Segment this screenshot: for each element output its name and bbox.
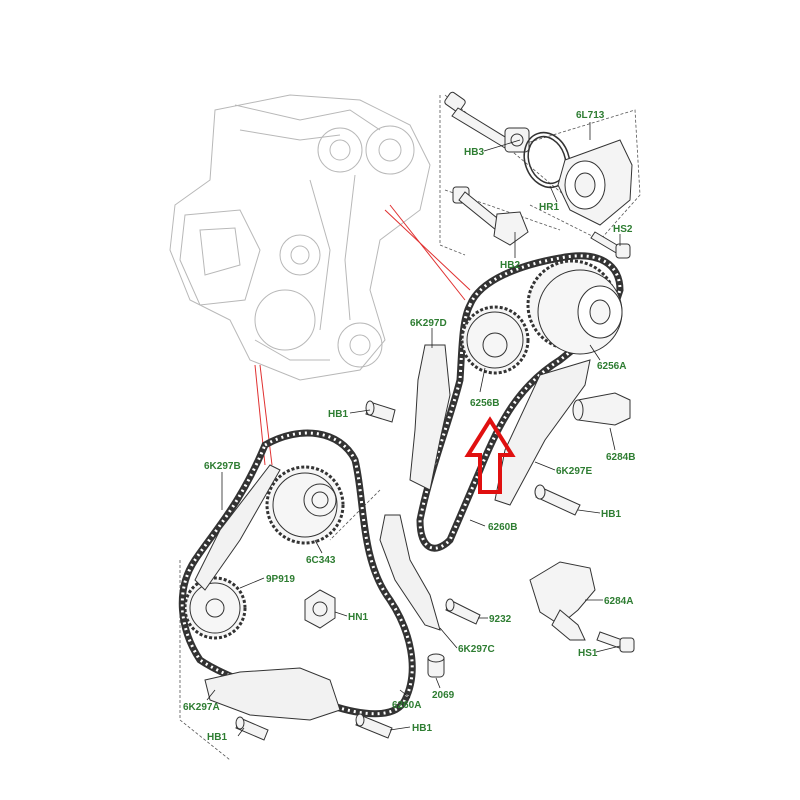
label-hs2: HS2	[613, 224, 633, 235]
camshaft-phaser-6256a	[526, 259, 623, 355]
label-6l713: 6L713	[576, 110, 605, 121]
label-6c343: 6C343	[306, 555, 336, 566]
bolt-hb2	[452, 186, 529, 246]
bolt-9232	[445, 598, 481, 625]
label-6k297a: 6K297A	[183, 702, 220, 713]
label-6k297b: 6K297B	[204, 461, 241, 472]
label-hs1: HS1	[578, 648, 598, 659]
lower-timing-chain-6260a	[178, 429, 416, 718]
tensioner-6284b	[572, 392, 631, 426]
sprocket-6256b	[460, 305, 530, 375]
reference-lines	[254, 204, 471, 466]
label-6284b: 6284B	[606, 452, 635, 463]
bolt-hs1	[596, 631, 635, 653]
actuator-6l713	[557, 139, 633, 226]
label-6256a: 6256A	[597, 361, 626, 372]
leader-lines	[206, 122, 621, 737]
label-6260a: 6260A	[392, 700, 421, 711]
nut-hn1	[304, 589, 336, 629]
label-6k297e: 6K297E	[556, 466, 592, 477]
tensioner-arm-6k297c	[379, 514, 441, 631]
bolt-hb1-bottom-left	[235, 716, 269, 741]
red-indicator-arrow	[464, 416, 516, 494]
guide-6k297d	[409, 344, 451, 491]
label-hb3: HB3	[464, 147, 484, 158]
label-hr1: HR1	[539, 202, 559, 213]
label-6256b: 6256B	[470, 398, 499, 409]
label-hb1-mid: HB1	[328, 409, 348, 420]
label-hb1-right: HB1	[601, 509, 621, 520]
label-6k297c: 6K297C	[458, 644, 495, 655]
label-2069: 2069	[432, 690, 455, 701]
bolt-hb1-right	[534, 484, 581, 516]
upper-timing-chain-6260b	[416, 252, 624, 552]
seal-hr1	[523, 131, 571, 189]
part-2069	[427, 653, 445, 678]
label-hn1: HN1	[348, 612, 368, 623]
tensioner-arm-6k297e	[494, 359, 591, 506]
bolt-hb1-mid	[365, 400, 396, 423]
label-9p919: 9P919	[266, 574, 295, 585]
label-hb1-bottom-center: HB1	[412, 723, 432, 734]
bolt-hs2	[590, 231, 631, 259]
sprocket-9p919	[183, 576, 247, 640]
tensioner-6284a	[529, 561, 596, 641]
guide-6k297a	[204, 667, 341, 721]
label-6k297d: 6K297D	[410, 318, 447, 329]
label-hb1-bottom-left: HB1	[207, 732, 227, 743]
sprocket-6c343	[265, 465, 345, 545]
bolt-hb1-bottom-center	[355, 713, 393, 739]
callout-labels: 6L713 HB3 HR1 HS2 HB2 6K297D 6256A HB1 6…	[183, 110, 635, 743]
guide-6k297b	[194, 464, 281, 591]
label-hb2: HB2	[500, 260, 520, 271]
engine-background-ghost	[169, 94, 431, 381]
label-9232: 9232	[489, 614, 512, 625]
label-6284a: 6284A	[604, 596, 633, 607]
label-6260b: 6260B	[488, 522, 517, 533]
bolt-hb3	[444, 91, 530, 153]
